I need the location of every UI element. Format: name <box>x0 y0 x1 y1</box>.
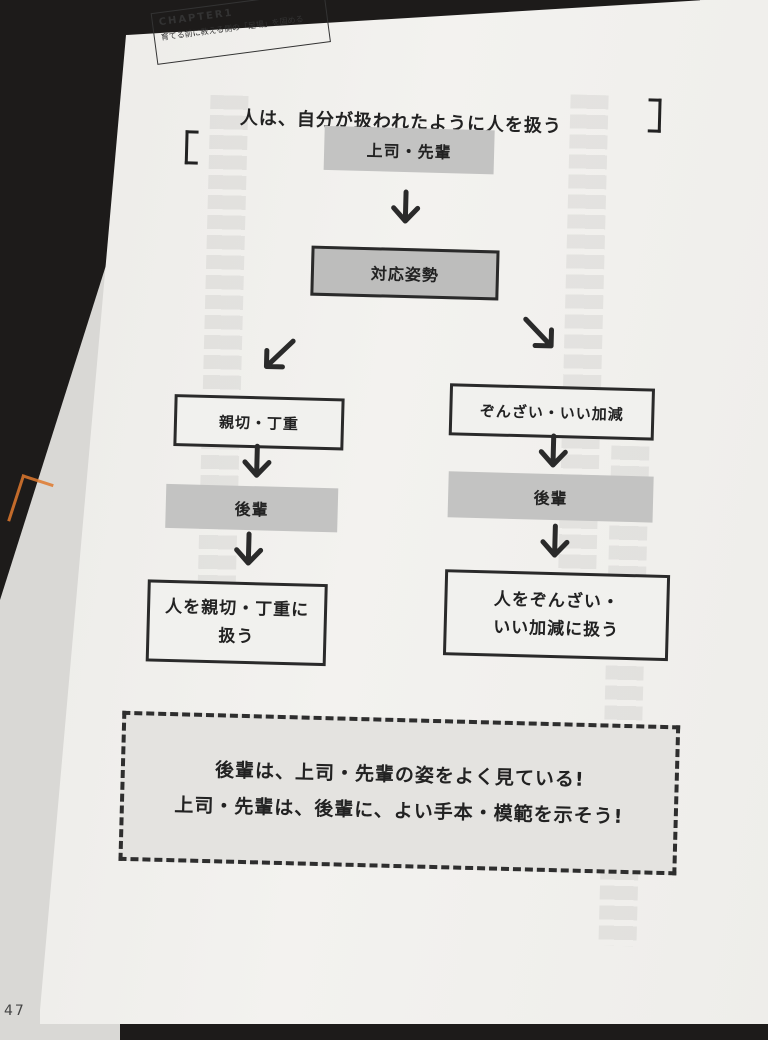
summary-box: 後輩は、上司・先輩の姿をよく見ている! 上司・先輩は、後輩に、よい手本・模範を示… <box>118 710 681 876</box>
arrow-down-right-icon <box>523 316 555 349</box>
box-attitude: 対応姿勢 <box>310 245 500 301</box>
arrow-down-icon <box>242 443 272 478</box>
box-treat-kindly: 人を親切・丁重に 扱う <box>145 579 328 667</box>
box-treat-carelessly: 人をぞんざい・ いい加減に扱う <box>442 569 671 662</box>
arrow-down-icon <box>538 433 568 468</box>
title-bracket-left <box>184 130 199 165</box>
page-number: 47 <box>4 1003 26 1019</box>
title-bracket-right <box>647 98 662 133</box>
result-line: いい加減に扱う <box>492 617 620 641</box>
arrow-down-icon <box>234 531 264 566</box>
box-boss-senior: 上司・先輩 <box>323 125 495 175</box>
box-junior-left: 後輩 <box>165 483 339 533</box>
chapter-tag: CHAPTER1 育てる前に教える側の「足場」を固める <box>150 0 331 65</box>
arrow-down-left-icon <box>263 338 296 370</box>
arrow-down-icon <box>540 523 570 558</box>
result-line: 人をぞんざい・ <box>493 589 621 613</box>
result-line: 扱う <box>218 626 255 648</box>
arrow-down-icon <box>391 189 421 224</box>
box-junior-right: 後輩 <box>447 471 654 523</box>
result-line: 人を親切・丁重に <box>164 596 310 621</box>
